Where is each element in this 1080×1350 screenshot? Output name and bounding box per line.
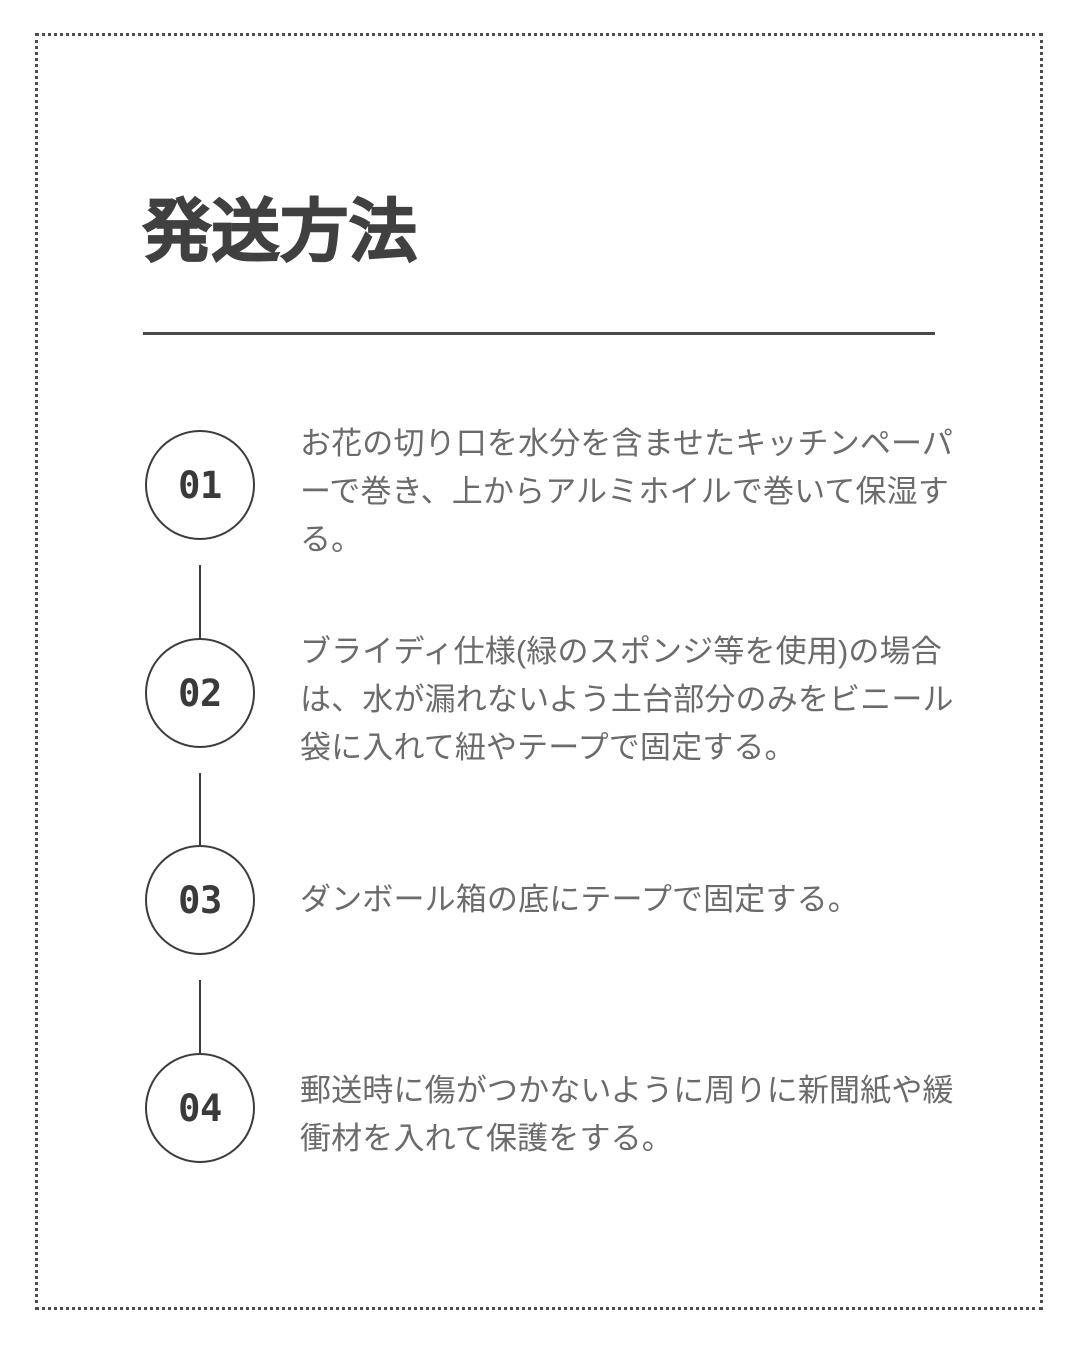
step-number-label: 01 [178,463,222,507]
step-description-text: ブライディ仕様(緑のスポンジ等を使用)の場合は、水が漏れないよう土台部分のみをビ… [300,634,954,765]
step-description-text: お花の切り口を水分を含ませたキッチンペーパーで巻き、上からアルミホイルで巻いて保… [300,426,954,557]
step-connector-02-03 [199,773,202,847]
step-description: お花の切り口を水分を含ませたキッチンペーパーで巻き、上からアルミホイルで巻いて保… [300,420,980,564]
step-badge-01: 01 [145,430,255,540]
dotted-frame [35,33,1043,1310]
step-badge-03: 03 [145,845,255,955]
title-divider [143,332,935,335]
step-description: ダンボール箱の底にテープで固定する。 [300,876,980,924]
step-description: ブライディ仕様(緑のスポンジ等を使用)の場合は、水が漏れないよう土台部分のみをビ… [300,628,980,772]
step-description-text: ダンボール箱の底にテープで固定する。 [300,882,859,917]
step-description: 郵送時に傷がつかないように周りに新聞紙や緩衝材を入れて保護をする。 [300,1067,980,1163]
step-number-label: 03 [178,878,222,922]
step-connector-01-02 [199,565,202,639]
step-badge-02: 02 [145,638,255,748]
step-description-text: 郵送時に傷がつかないように周りに新聞紙や緩衝材を入れて保護をする。 [300,1073,954,1156]
step-badge-04: 04 [145,1053,255,1163]
step-number-label: 04 [178,1086,222,1130]
step-number-label: 02 [178,671,222,715]
step-connector-03-04 [199,980,202,1054]
page-title: 発送方法 [142,194,418,270]
